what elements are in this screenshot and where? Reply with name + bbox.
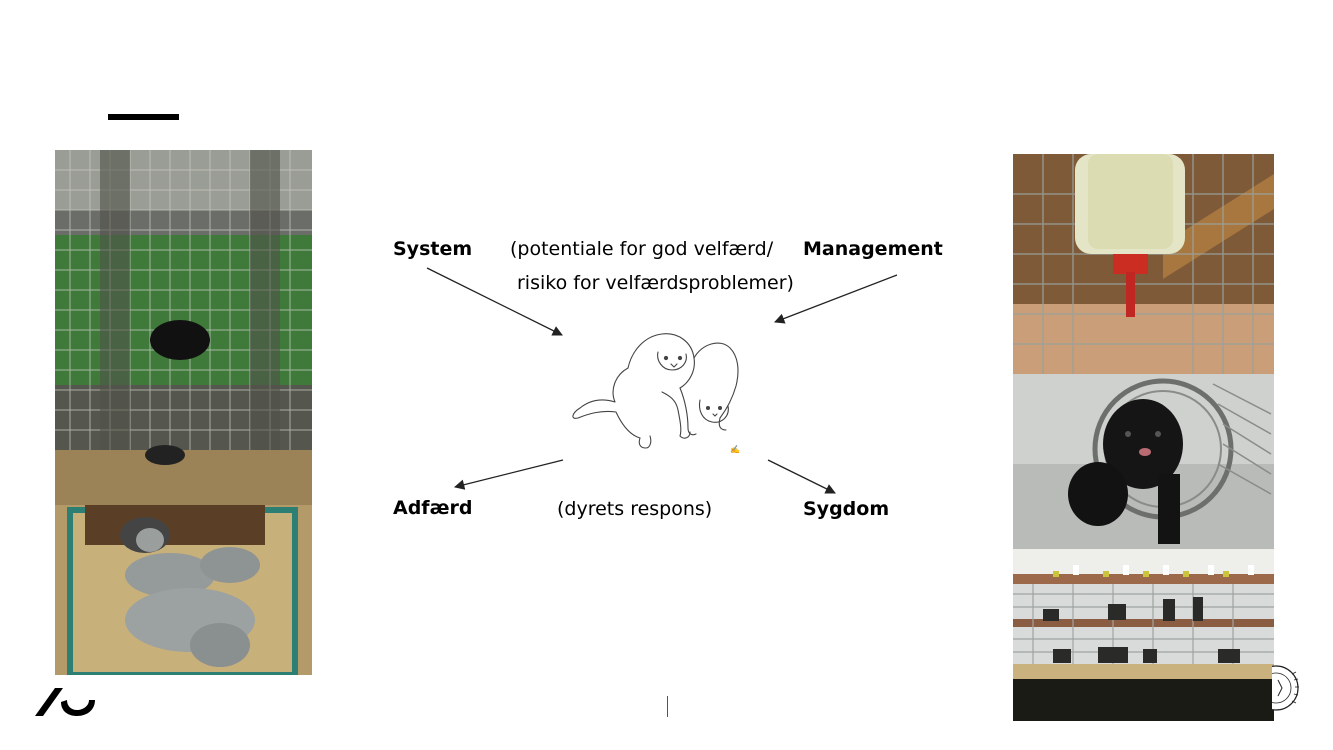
- label-system: System: [393, 238, 473, 260]
- diagram-arrows: [426, 267, 898, 494]
- mink-drawing-icon: ✍: [572, 333, 740, 454]
- arrow-management-to-animal: [774, 274, 898, 324]
- photo-water-bottle: [1013, 154, 1274, 374]
- footer-separator: [667, 696, 668, 717]
- mink-farm-rows-photo: [1013, 549, 1274, 721]
- mink-cage-photo: [55, 150, 312, 505]
- title-accent-bar: [108, 114, 179, 120]
- photo-mink-in-tube: [1013, 374, 1274, 549]
- label-potential-line1: (potentiale for god velfærd/: [510, 238, 774, 260]
- label-potential-line2: risiko for velfærdsproblemer): [517, 272, 794, 294]
- arrow-system-to-animal: [426, 267, 563, 336]
- university-seal-icon: [1272, 665, 1299, 711]
- photo-mink-nest: [55, 505, 312, 675]
- mink-in-tube-photo: [1013, 374, 1274, 549]
- water-bottle-photo: [1013, 154, 1274, 374]
- university-logo-icon: [35, 688, 95, 716]
- arrow-animal-to-disease: [767, 459, 836, 494]
- arrow-animal-to-behaviour: [453, 459, 564, 490]
- svg-text:✍: ✍: [730, 445, 740, 454]
- label-management: Management: [803, 238, 943, 260]
- label-response: (dyrets respons): [557, 498, 713, 520]
- label-behaviour: Adfærd: [393, 497, 473, 519]
- mink-nest-kits-photo: [55, 505, 312, 675]
- photo-mink-farm-rows: [1013, 549, 1274, 721]
- photo-mink-cage: [55, 150, 312, 505]
- label-disease: Sygdom: [803, 498, 890, 520]
